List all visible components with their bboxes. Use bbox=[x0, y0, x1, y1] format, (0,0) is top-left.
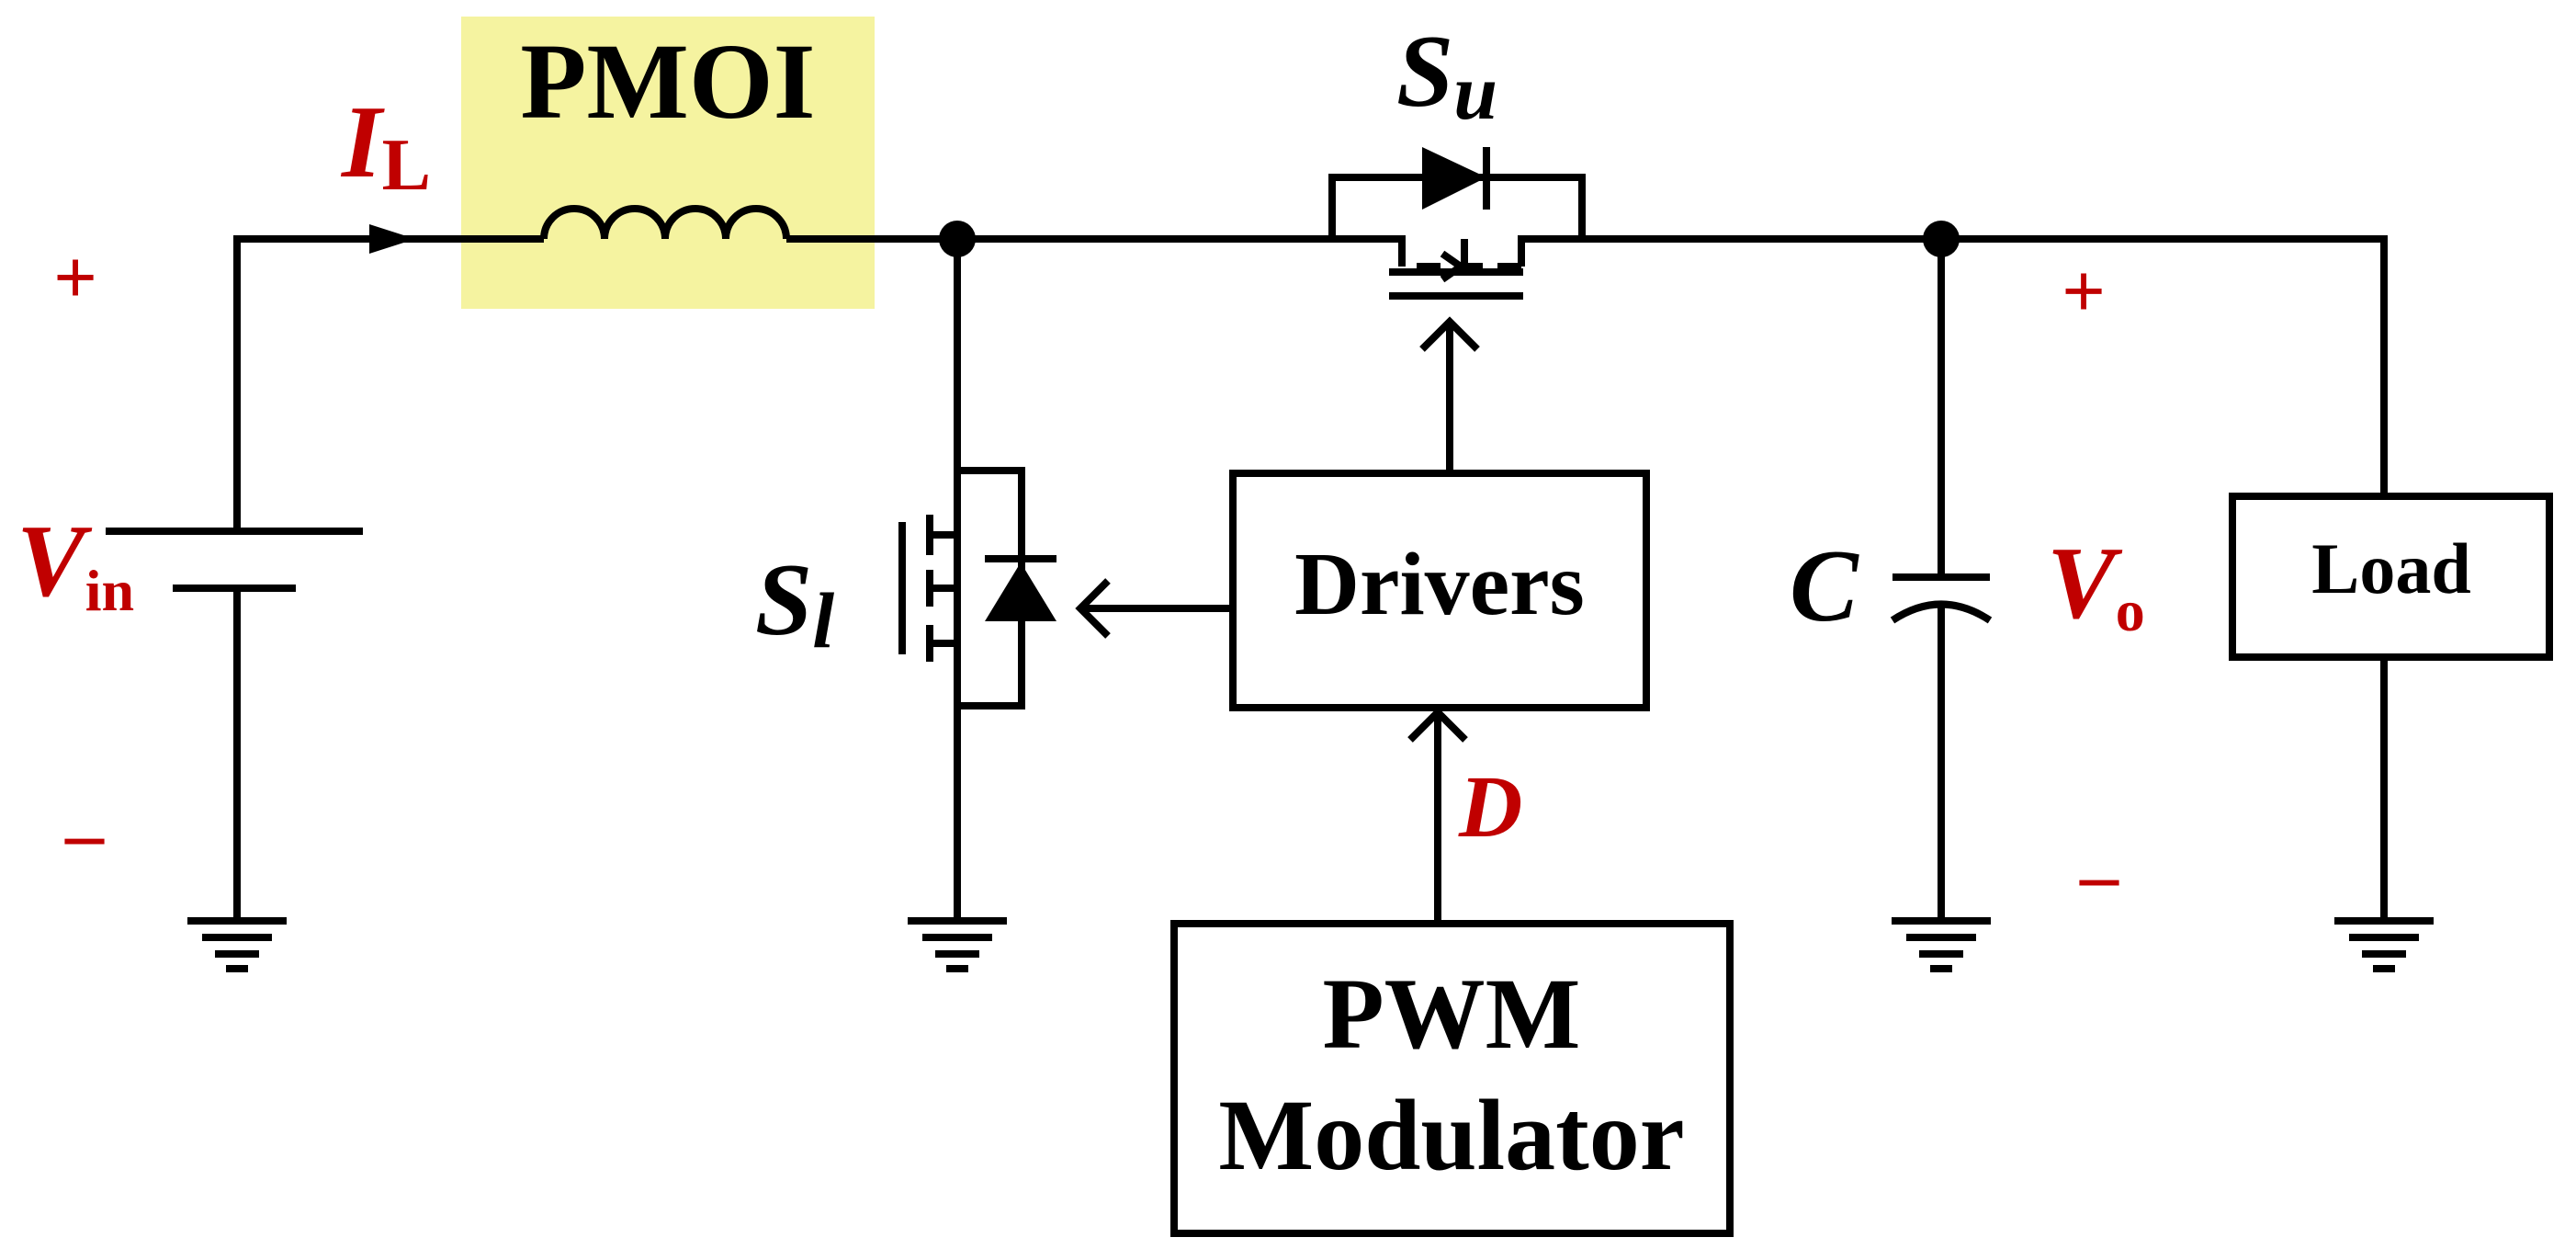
pwm-modulator-block bbox=[1170, 920, 1734, 1237]
inductor-icon bbox=[540, 205, 790, 240]
load-block bbox=[2229, 493, 2553, 661]
capacitor-icon bbox=[1890, 239, 1993, 917]
current-arrow-icon bbox=[369, 224, 415, 254]
vo-label: Vo bbox=[2047, 527, 2145, 643]
pwm-label-line2: Modulator bbox=[1218, 1079, 1684, 1191]
vin-plus: + bbox=[53, 235, 97, 321]
sl-mosfet-icon bbox=[926, 515, 957, 662]
drive-su-arrow-icon bbox=[1419, 316, 1480, 352]
d-label: D bbox=[1458, 757, 1522, 856]
ground-icon bbox=[2334, 917, 2434, 972]
battery-icon bbox=[106, 528, 363, 917]
ground-icon bbox=[908, 917, 1007, 972]
input-wire bbox=[233, 235, 544, 528]
drivers-label: Drivers bbox=[1294, 535, 1585, 634]
drivers-block bbox=[1229, 470, 1650, 711]
load-label: Load bbox=[2311, 528, 2470, 608]
vo-plus: + bbox=[2062, 249, 2106, 335]
upper-switch-su bbox=[1328, 147, 1586, 300]
lower-switch-sl bbox=[898, 239, 1056, 917]
sl-diode-icon bbox=[985, 562, 1056, 621]
vin-label: Vin bbox=[17, 505, 134, 623]
ground-icon bbox=[187, 917, 287, 972]
sl-label: Sl bbox=[755, 543, 834, 664]
vin-minus: – bbox=[64, 791, 105, 877]
pmoi-label: PMOI bbox=[520, 21, 815, 142]
pwm-label-line1: PWM bbox=[1322, 958, 1580, 1070]
su-diode-icon bbox=[1422, 147, 1486, 210]
pmoi-highlight bbox=[461, 17, 875, 309]
su-mosfet-icon bbox=[1332, 235, 1582, 270]
c-label: C bbox=[1790, 529, 1859, 643]
top-wire-right bbox=[1571, 235, 2388, 496]
il-label: IL bbox=[340, 85, 431, 206]
drive-sl-arrow-icon bbox=[1075, 578, 1111, 639]
ground-icon bbox=[1892, 917, 1991, 972]
vo-minus: – bbox=[2079, 833, 2119, 918]
su-label: Su bbox=[1396, 15, 1497, 136]
pwm-arrow-icon bbox=[1407, 707, 1468, 743]
